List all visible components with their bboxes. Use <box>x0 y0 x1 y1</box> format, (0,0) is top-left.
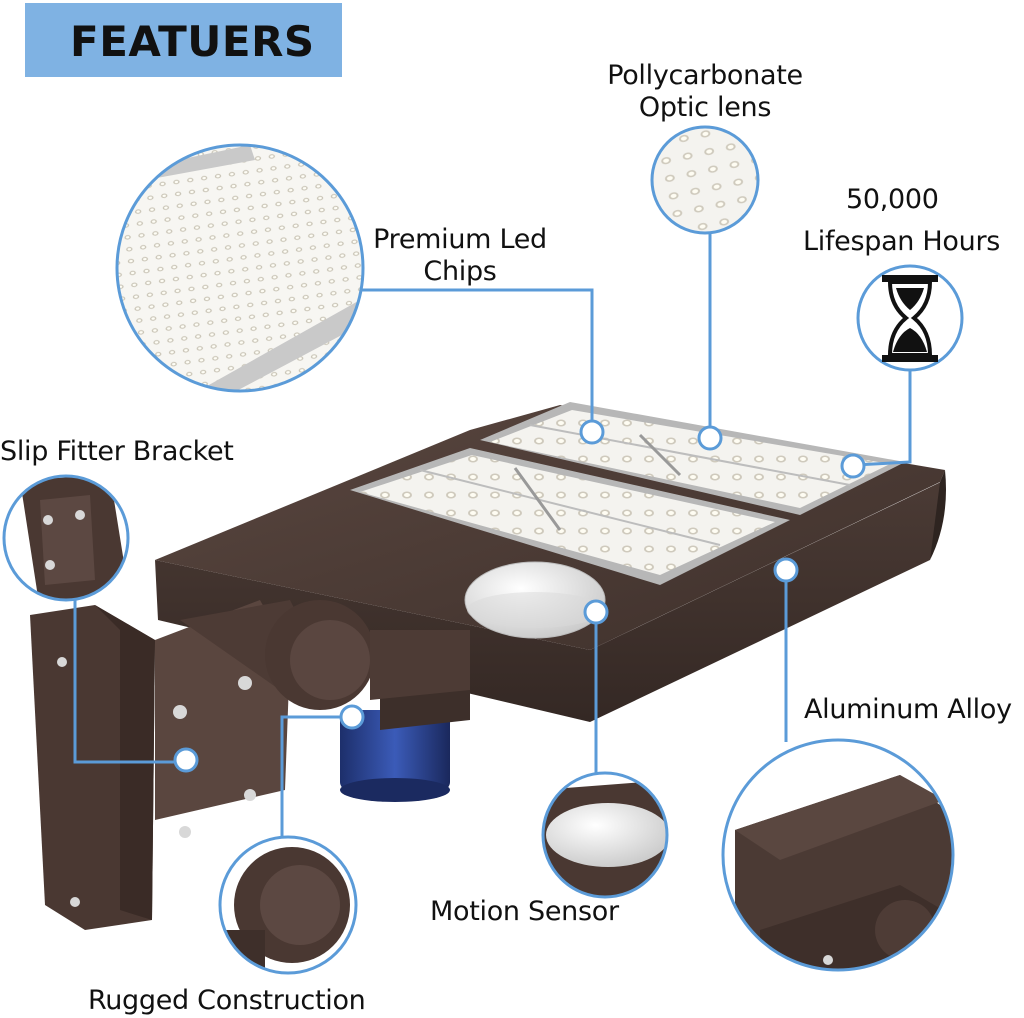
zoom-aluminum-alloy <box>721 738 955 972</box>
label-aluminum-alloy: Aluminum Alloy <box>804 694 1012 725</box>
callout-lines <box>73 232 912 838</box>
label-motion-sensor: Motion Sensor <box>430 896 619 927</box>
callout-dots <box>173 419 866 773</box>
label-lifespan-hours: Lifespan Hours <box>803 226 1001 257</box>
zoom-rugged-construction <box>218 835 358 975</box>
label-rugged-construction: Rugged Construction <box>88 985 366 1016</box>
label-optic-lens: Pollycarbonate Optic lens <box>607 60 803 123</box>
zoom-led-chips <box>115 143 365 393</box>
zoom-motion-sensor <box>541 771 669 899</box>
label-premium-led-chips: Premium Led Chips <box>373 224 547 287</box>
label-lifespan-value: 50,000 <box>846 184 939 215</box>
zoom-optic-lens <box>650 125 760 235</box>
label-slip-fitter-bracket: Slip Fitter Bracket <box>0 436 234 467</box>
hourglass-icon <box>856 264 964 372</box>
page-title: FEATUERS <box>70 17 315 66</box>
title-banner: FEATUERS <box>25 3 342 77</box>
zoom-bracket <box>2 474 130 602</box>
